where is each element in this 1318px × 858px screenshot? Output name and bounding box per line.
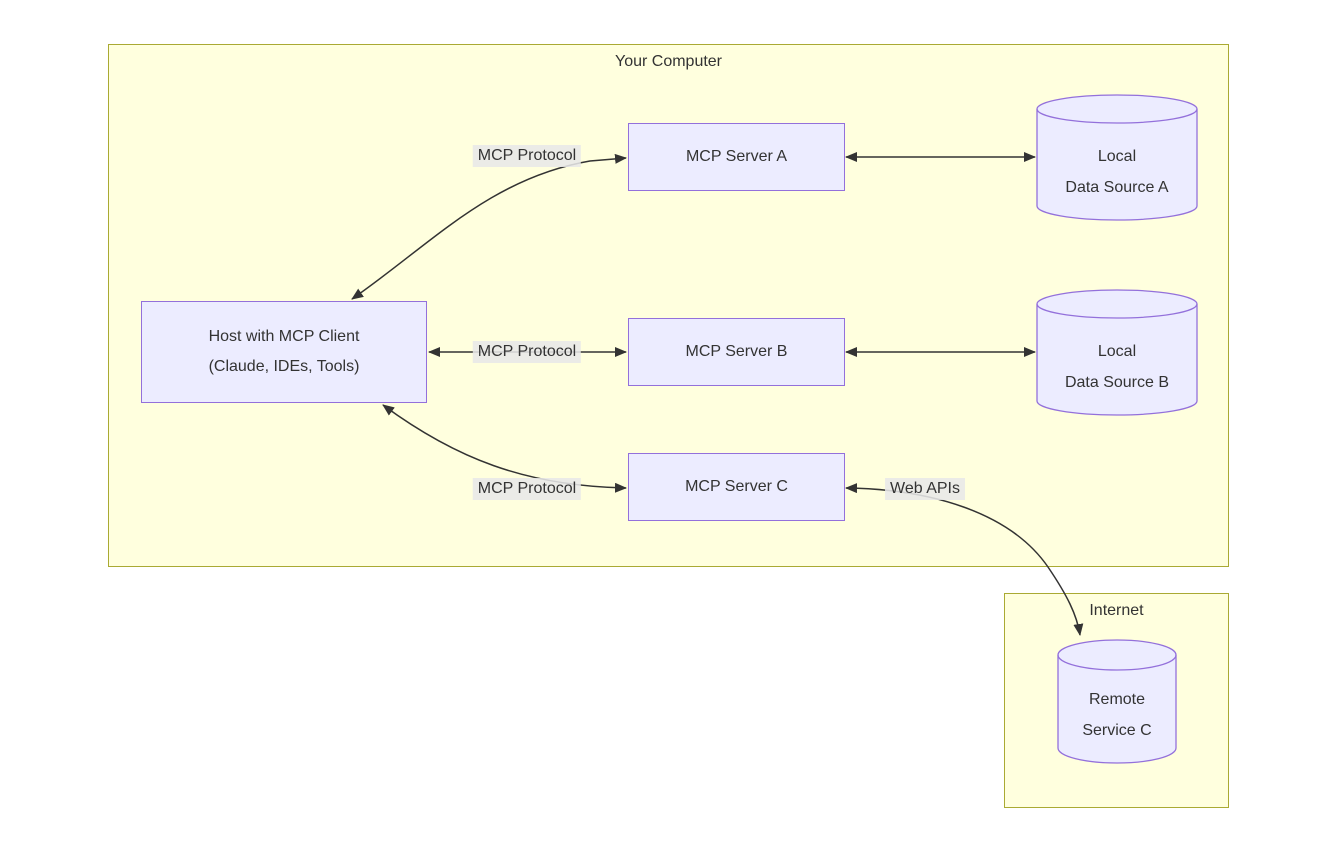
node-mcp-server-a-label: MCP Server A	[685, 148, 788, 165]
node-local-data-source-b-label: Local Data Source B	[1037, 336, 1197, 398]
node-mcp-server-c-label: MCP Server C	[685, 478, 788, 495]
edge-label-mcp-protocol-a: MCP Protocol	[472, 145, 582, 167]
remote-service-c-label-line1: Remote	[1088, 691, 1146, 708]
datasource-a-label-line1: Local	[1097, 148, 1137, 165]
node-mcp-server-c: MCP Server C	[628, 453, 845, 521]
node-mcp-server-b-label: MCP Server B	[685, 343, 788, 360]
edge-label-web-apis: Web APIs	[885, 478, 965, 500]
node-remote-service-c-label: Remote Service C	[1058, 684, 1176, 746]
datasource-a-label-line2: Data Source A	[1065, 179, 1169, 196]
edge-label-mcp-protocol-c: MCP Protocol	[472, 478, 582, 500]
node-local-data-source-a-label: Local Data Source A	[1037, 141, 1197, 203]
node-host-label-line2: (Claude, IDEs, Tools)	[208, 358, 360, 375]
datasource-b-label-line2: Data Source B	[1064, 374, 1170, 391]
node-mcp-server-a: MCP Server A	[628, 123, 845, 191]
datasource-b-label-line1: Local	[1097, 343, 1137, 360]
node-mcp-server-b: MCP Server B	[628, 318, 845, 386]
node-host-label-line1: Host with MCP Client	[208, 328, 360, 345]
edge-label-mcp-protocol-b: MCP Protocol	[472, 341, 582, 363]
remote-service-c-label-line2: Service C	[1082, 722, 1152, 739]
cluster-your-computer-label: Your Computer	[614, 53, 723, 70]
node-host-with-mcp-client: Host with MCP Client (Claude, IDEs, Tool…	[141, 301, 427, 403]
cluster-internet-label: Internet	[1089, 602, 1144, 619]
